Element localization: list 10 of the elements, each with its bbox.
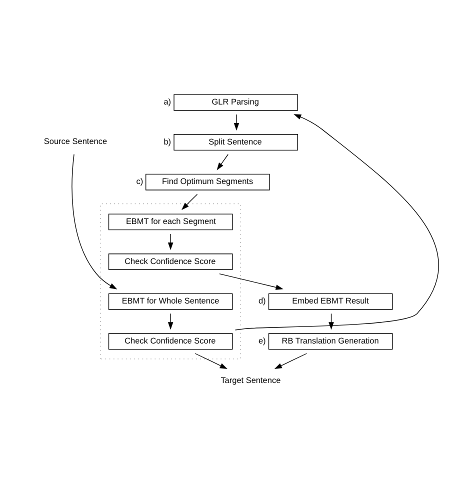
arrow (168, 233, 174, 250)
arrow (274, 352, 308, 368)
arrow (234, 114, 240, 130)
arrow (194, 352, 228, 368)
arrow (216, 154, 228, 170)
arrow (72, 154, 118, 289)
arrow (219, 272, 284, 290)
arrow (168, 312, 174, 330)
arrow (182, 193, 198, 210)
arrow (234, 114, 439, 330)
